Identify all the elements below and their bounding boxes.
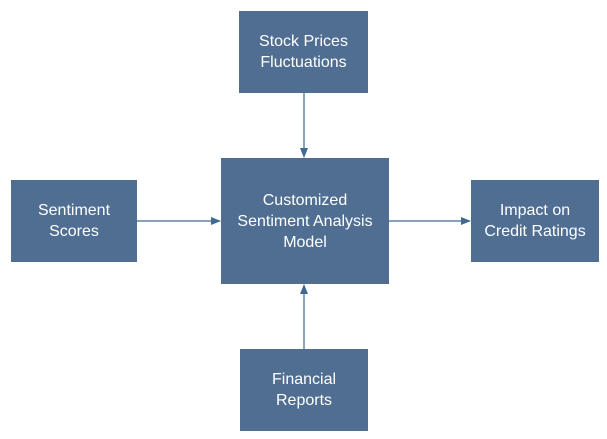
node-stock-prices-label: Stock Prices Fluctuations [259, 33, 348, 71]
node-financial-reports-label: Financial Reports [271, 371, 337, 409]
node-sentiment-scores-label: Sentiment Scores [37, 202, 111, 240]
node-sentiment-scores: Sentiment Scores [11, 180, 137, 262]
node-sentiment-model-label: Customized Sentiment Analysis Model [237, 191, 373, 251]
node-sentiment-model: Customized Sentiment Analysis Model [221, 158, 389, 284]
node-credit-ratings: Impact on Credit Ratings [471, 180, 599, 262]
node-stock-prices: Stock Prices Fluctuations [239, 11, 368, 93]
node-financial-reports: Financial Reports [240, 349, 368, 431]
node-credit-ratings-label: Impact on Credit Ratings [484, 202, 586, 240]
